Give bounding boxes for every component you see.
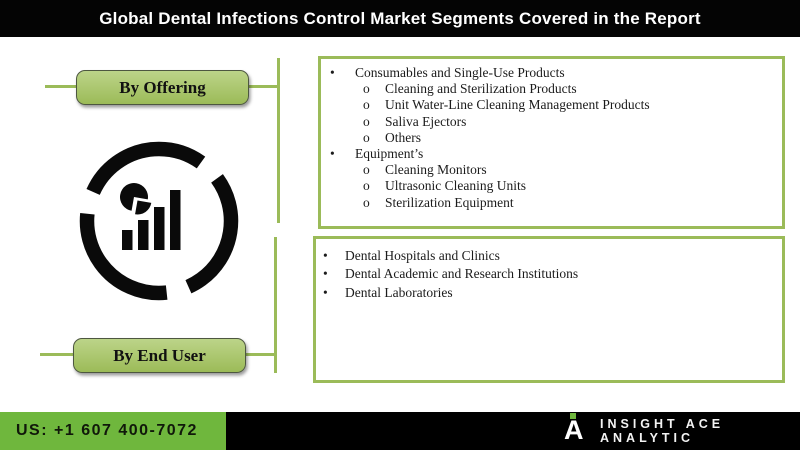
connector-line: [45, 85, 76, 88]
circle-bullet-icon: o: [363, 162, 370, 178]
list-item: • Dental Academic and Research Instituti…: [316, 265, 782, 283]
title-bar: Global Dental Infections Control Market …: [0, 0, 800, 37]
connector-line: [274, 237, 277, 373]
by-end-user-label: By End User: [113, 345, 206, 365]
bullet-icon: •: [330, 146, 335, 162]
list-subitem: o Sterilization Equipment: [363, 194, 514, 210]
list-item: • Equipment’s: [321, 146, 782, 162]
by-offering-label: By Offering: [119, 77, 206, 97]
circle-bullet-icon: o: [363, 129, 370, 145]
circle-bullet-icon: o: [363, 113, 370, 129]
list-subitem: o Unit Water-Line Cleaning Management Pr…: [363, 97, 650, 113]
phone-banner: US: +1 607 400-7072: [0, 412, 226, 450]
connector-line: [40, 353, 73, 356]
offering-list-box: • Consumables and Single-Use Products o …: [318, 56, 785, 229]
connector-line: [247, 85, 280, 88]
list-item: • Dental Hospitals and Clinics: [316, 247, 782, 265]
list-subitem: o Saliva Ejectors: [363, 113, 467, 129]
by-offering-button: By Offering: [76, 70, 249, 105]
by-end-user-button: By End User: [73, 338, 246, 373]
end-user-list-box: • Dental Hospitals and Clinics • Dental …: [313, 236, 785, 383]
list-subitem: o Cleaning and Sterilization Products: [363, 81, 577, 97]
footer-bar: US: +1 607 400-7072 A INSIGHT ACE ANALYT…: [0, 412, 800, 450]
circle-bullet-icon: o: [363, 81, 370, 97]
circle-bullet-icon: o: [363, 178, 370, 194]
connector-line: [277, 58, 280, 223]
bullet-icon: •: [330, 65, 335, 80]
brand-name: INSIGHT ACE ANALYTIC: [600, 417, 725, 445]
list-subitem: o Ultrasonic Cleaning Units: [363, 178, 526, 194]
insight-ace-logo-icon: A: [560, 412, 600, 450]
list-item: • Dental Laboratories: [316, 284, 782, 302]
logo-green-dot-icon: [570, 413, 576, 419]
market-analytics-chart-icon: [77, 139, 241, 303]
circle-bullet-icon: o: [363, 194, 370, 210]
list-subitem: o Others: [363, 129, 421, 145]
page-title: Global Dental Infections Control Market …: [99, 8, 701, 28]
phone-number: US: +1 607 400-7072: [16, 422, 198, 439]
bullet-icon: •: [323, 248, 328, 263]
bullet-icon: •: [323, 266, 328, 282]
list-subitem: o Cleaning Monitors: [363, 162, 487, 178]
connector-line: [244, 353, 277, 356]
logo-letter: A: [564, 415, 584, 445]
list-item: • Consumables and Single-Use Products: [321, 65, 782, 81]
circle-bullet-icon: o: [363, 97, 370, 113]
bullet-icon: •: [323, 284, 328, 300]
